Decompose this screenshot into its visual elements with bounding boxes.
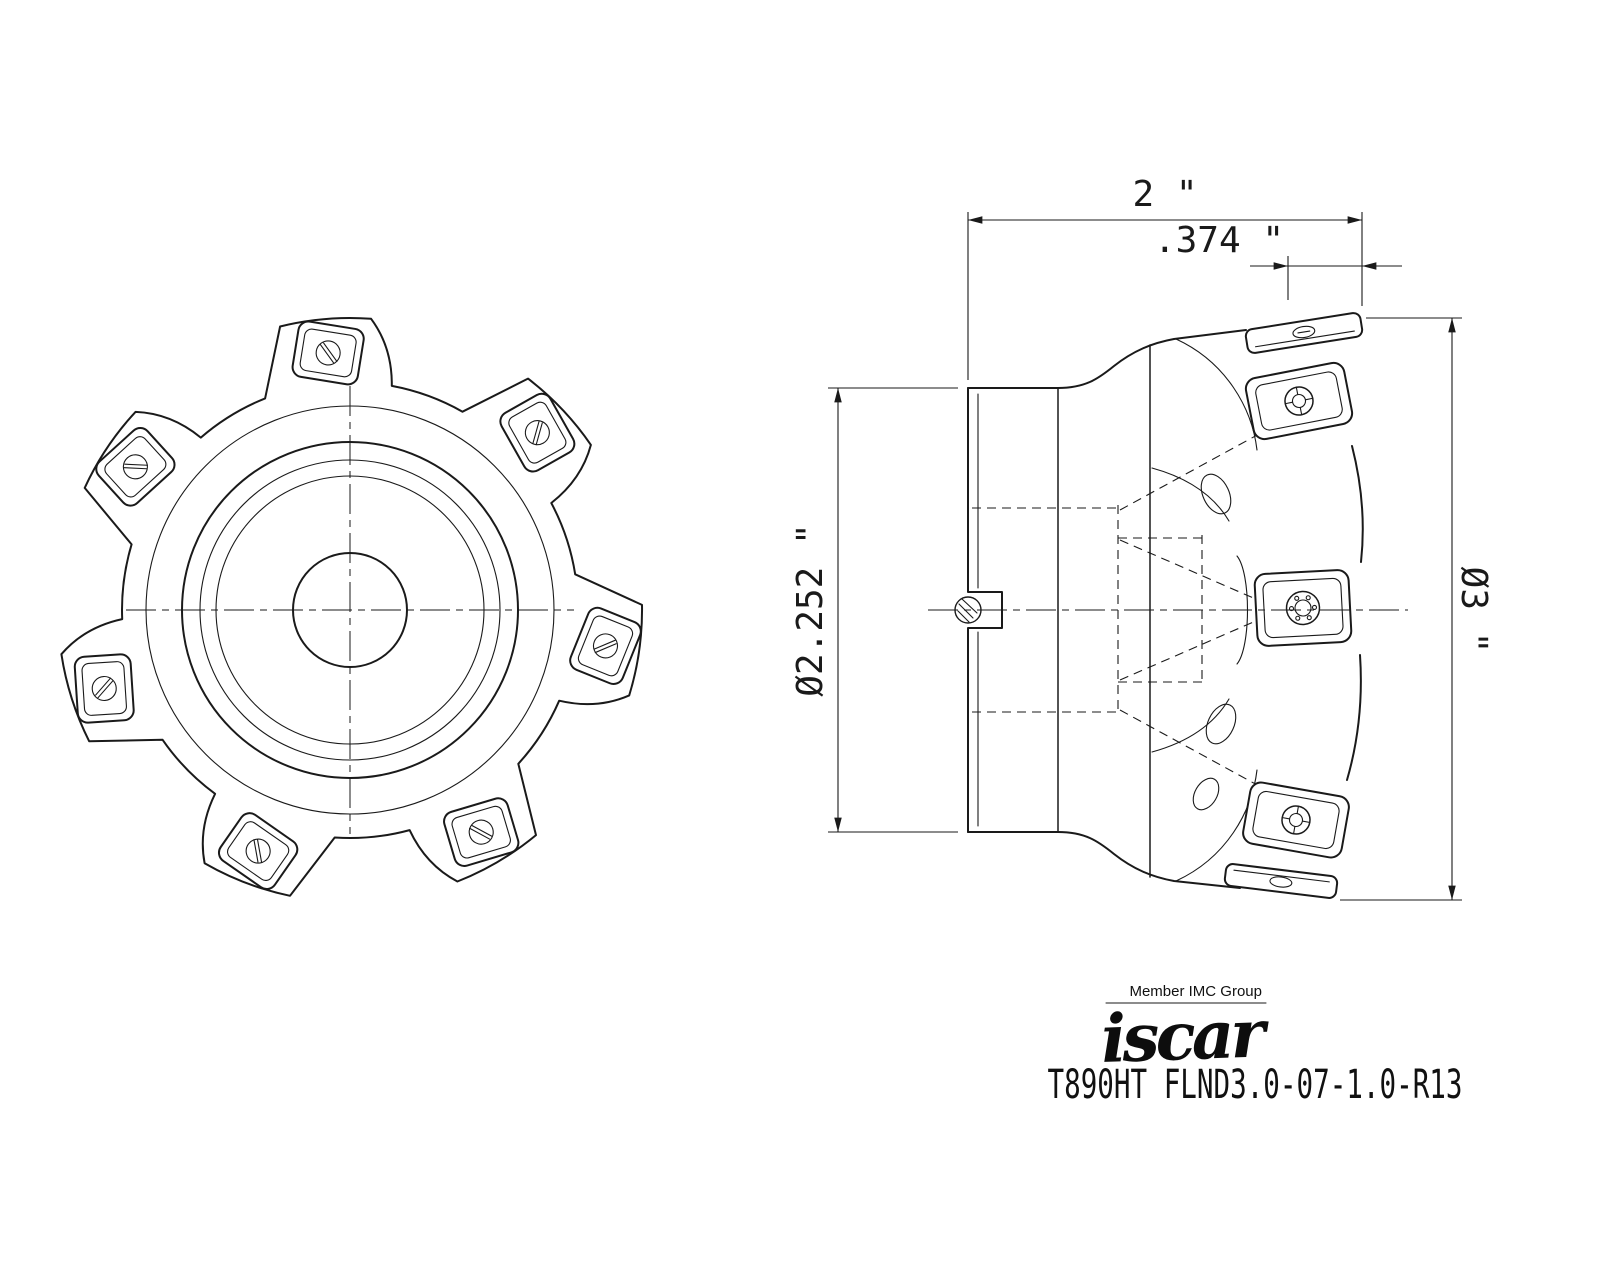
insert-bottom-edge: [1223, 863, 1339, 899]
side-inserts: [1223, 312, 1364, 899]
pocket-hole-ellipse: [1192, 777, 1220, 811]
dimension-insert-width-label: .374 ": [1154, 220, 1284, 261]
insert-middle-face: [1253, 569, 1353, 647]
dimension-hub-diameter: Ø2.252 ": [790, 387, 958, 833]
side-view: [928, 312, 1408, 899]
insert-top-edge: [1244, 312, 1364, 354]
body-outline: [967, 329, 1364, 889]
cutter-body-outline: [60, 317, 644, 897]
front-view: [57, 313, 647, 899]
dimension-cutting-diameter-label: Ø3 ": [1453, 567, 1494, 654]
dimension-overall-width: 2 ": [967, 174, 1363, 380]
part-number: T890HT FLND3.0-07-1.0-R13: [1048, 1062, 1463, 1108]
dimension-hub-diameter-label: Ø2.252 ": [790, 523, 831, 696]
pocket-hole-ellipse: [1205, 703, 1237, 745]
insert-top-face: [1244, 361, 1354, 441]
pocket-hole-ellipse: [1200, 473, 1232, 515]
dimension-cutting-diameter: Ø3 ": [1340, 317, 1494, 901]
member-imc-text: Member IMC Group: [1129, 983, 1262, 1000]
dimension-insert-width: .374 ": [1154, 220, 1402, 300]
dimension-overall-width-label: 2 ": [1132, 174, 1197, 215]
brand-block: Member IMC Group iscar: [1100, 983, 1271, 1078]
insert-bottom-face: [1242, 781, 1350, 859]
iscar-logo: iscar: [1100, 994, 1271, 1078]
